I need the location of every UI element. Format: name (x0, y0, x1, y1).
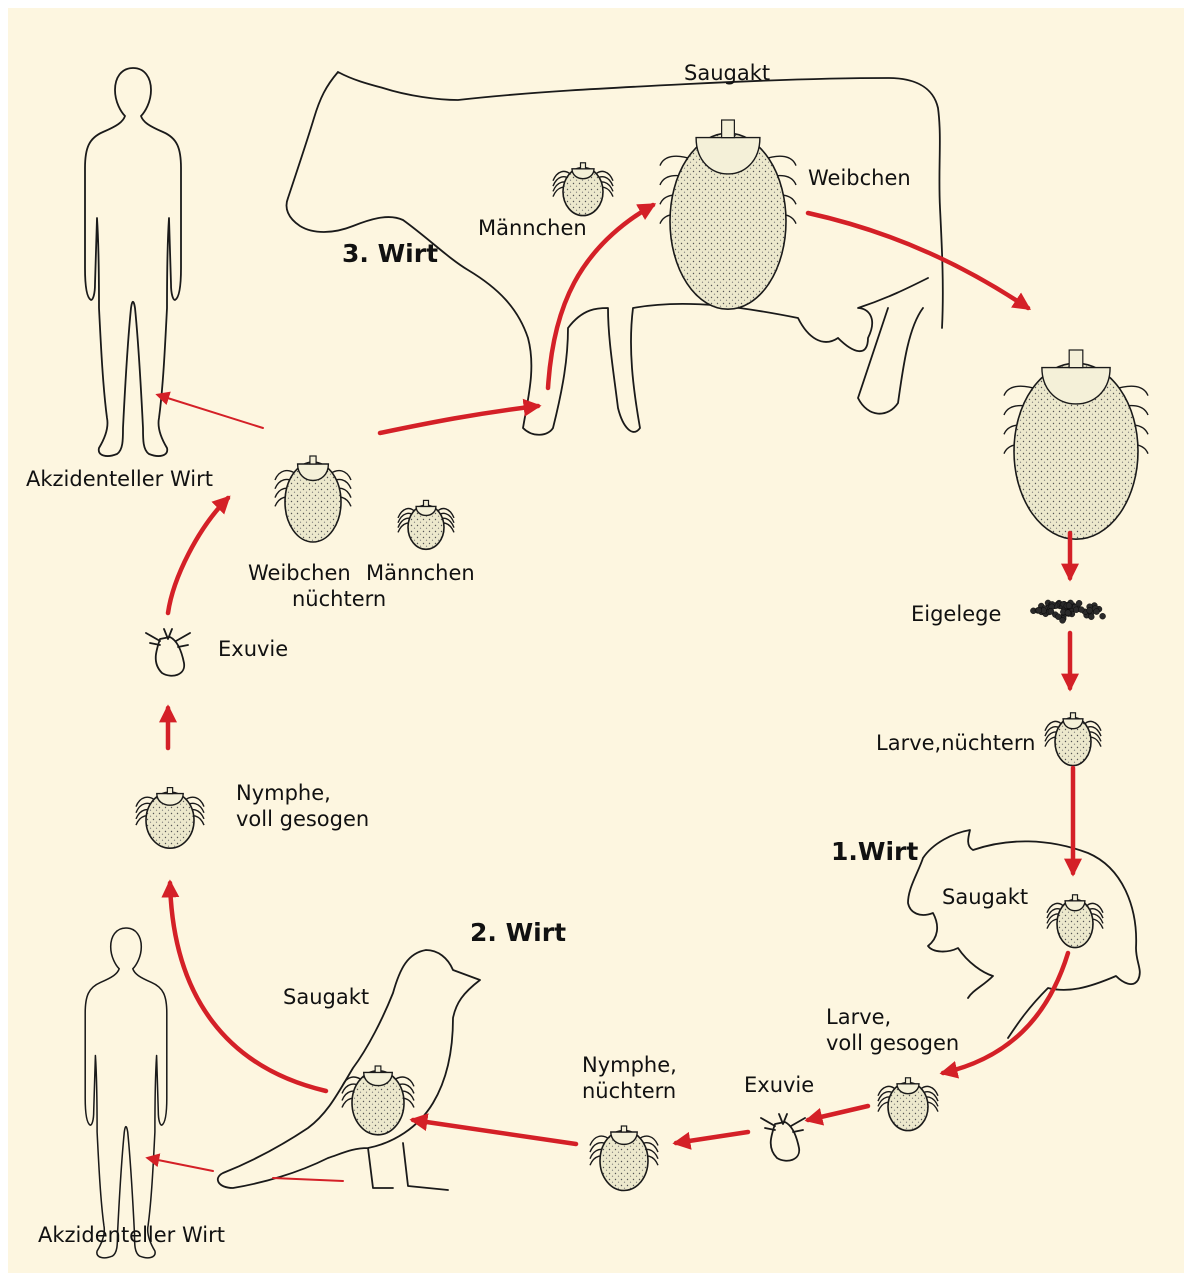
label-eigelege: Eigelege (911, 602, 1001, 626)
label-nymphe-nuechtern-1: Nymphe, (582, 1053, 677, 1077)
label-nymphe-nuechtern-2: nüchtern (582, 1079, 676, 1103)
label-saugakt-cow: Saugakt (684, 61, 770, 85)
host-label-1: 1.Wirt (831, 837, 918, 866)
label-saugakt-rat: Saugakt (942, 885, 1028, 909)
label-weibchen-nuechtern-2: nüchtern (292, 587, 386, 611)
label-exuvie-bottom: Exuvie (744, 1073, 814, 1097)
label-maennchen-cow: Männchen (478, 216, 587, 240)
host-label-3: 3. Wirt (342, 239, 438, 268)
label-saugakt-bird: Saugakt (283, 985, 369, 1009)
label-exuvie-left: Exuvie (218, 637, 288, 661)
label-akzidenteller-top: Akzidenteller Wirt (26, 467, 213, 491)
label-akzidenteller-bottom: Akzidenteller Wirt (38, 1223, 225, 1247)
label-weibchen-cow: Weibchen (808, 166, 911, 190)
tick-life-cycle-diagram: 3. Wirt 1.Wirt 2. Wirt Saugakt Weibchen … (8, 8, 1184, 1273)
label-maennchen-left: Männchen (366, 561, 475, 585)
label-weibchen-nuechtern-1: Weibchen (248, 561, 351, 585)
label-larve-voll-2: voll gesogen (826, 1031, 959, 1055)
label-larve-voll-1: Larve, (826, 1005, 891, 1029)
label-nymphe-voll-1: Nymphe, (236, 781, 331, 805)
label-larve-nuechtern: Larve,nüchtern (876, 731, 1035, 755)
label-nymphe-voll-2: voll gesogen (236, 807, 369, 831)
host-label-2: 2. Wirt (470, 918, 566, 947)
diagram-panel: 3. Wirt 1.Wirt 2. Wirt Saugakt Weibchen … (8, 8, 1184, 1273)
